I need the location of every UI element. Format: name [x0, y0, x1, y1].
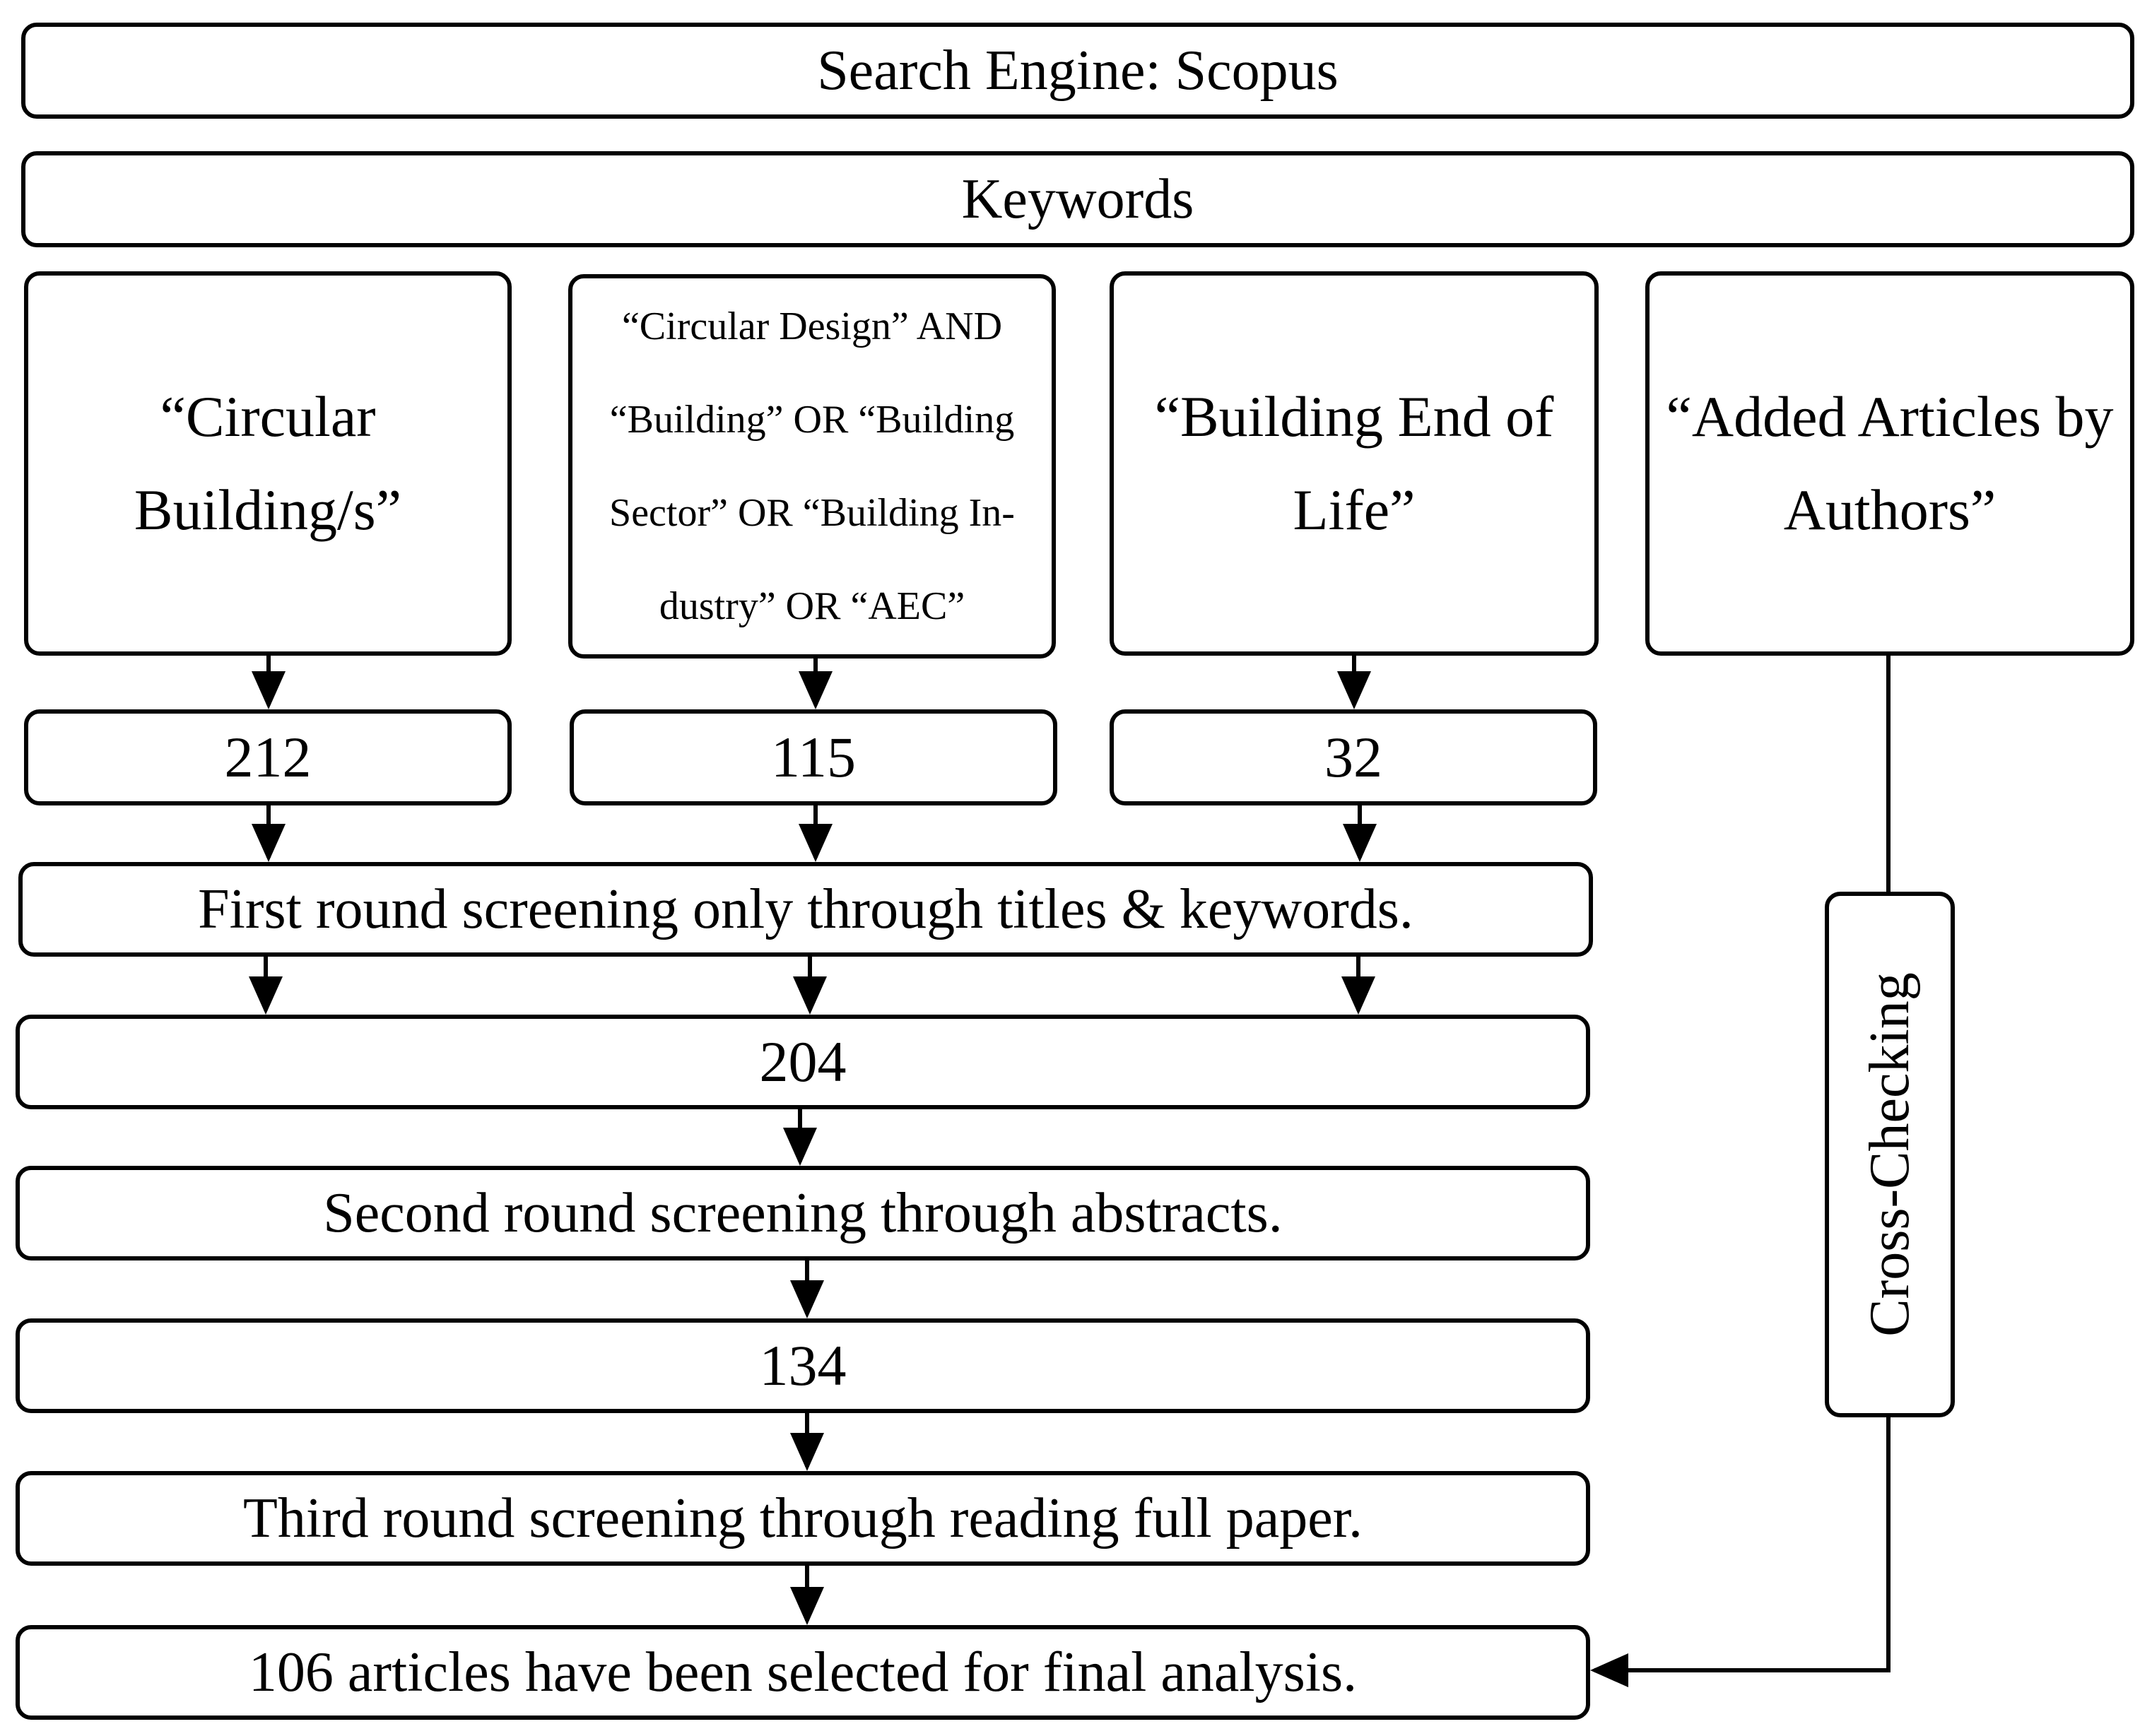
keyword-label-added-articles: “Added Articles by Authors” [1666, 384, 2114, 542]
arrow-cross-checking-to-final [1590, 1417, 1891, 1687]
keyword-label-circular-design: “Circular Design” AND “Building” OR “Bui… [609, 305, 1015, 628]
count-label-circular-building: 212 [224, 725, 312, 789]
second-round-screening-box: Second round screening through abstracts… [16, 1166, 1590, 1260]
third-round-screening-label: Third round screening through reading fu… [243, 1487, 1363, 1549]
keyword-box-building-end-of-life: “Building End of Life” [1110, 271, 1599, 656]
count-label-building-end-of-life: 32 [1324, 725, 1382, 789]
cross-checking-label: Cross-Checking [1859, 972, 1921, 1337]
keyword-box-circular-design: “Circular Design” AND “Building” OR “Bui… [568, 274, 1056, 659]
third-round-screening-box: Third round screening through reading fu… [16, 1471, 1590, 1566]
count-box-circular-design: 115 [570, 709, 1057, 805]
count-box-building-end-of-life: 32 [1110, 709, 1597, 805]
search-engine-label: Search Engine: Scopus [817, 40, 1339, 102]
keywords-header-label: Keywords [961, 168, 1194, 230]
keywords-header-box: Keywords [21, 151, 2134, 247]
search-engine-box: Search Engine: Scopus [21, 23, 2134, 119]
count-box-circular-building: 212 [24, 709, 512, 805]
keyword-box-circular-building: “Circular Building/s” [24, 271, 512, 656]
keyword-label-circular-building: “Circular Building/s” [134, 384, 402, 542]
first-round-screening-label: First round screening only through title… [198, 878, 1413, 940]
final-selection-label: 106 articles have been selected for fina… [248, 1641, 1358, 1703]
count-box-after-second-round: 134 [16, 1318, 1590, 1413]
keyword-box-added-articles: “Added Articles by Authors” [1645, 271, 2134, 656]
count-label-circular-design: 115 [771, 725, 856, 789]
count-box-after-first-round: 204 [16, 1015, 1590, 1109]
keyword-label-building-end-of-life: “Building End of Life” [1154, 384, 1554, 542]
final-selection-box: 106 articles have been selected for fina… [16, 1625, 1590, 1720]
count-label-after-first-round: 204 [759, 1029, 847, 1094]
first-round-screening-box: First round screening only through title… [18, 862, 1593, 957]
second-round-screening-label: Second round screening through abstracts… [323, 1182, 1283, 1244]
cross-checking-box: Cross-Checking [1825, 892, 1955, 1417]
count-label-after-second-round: 134 [759, 1333, 847, 1398]
